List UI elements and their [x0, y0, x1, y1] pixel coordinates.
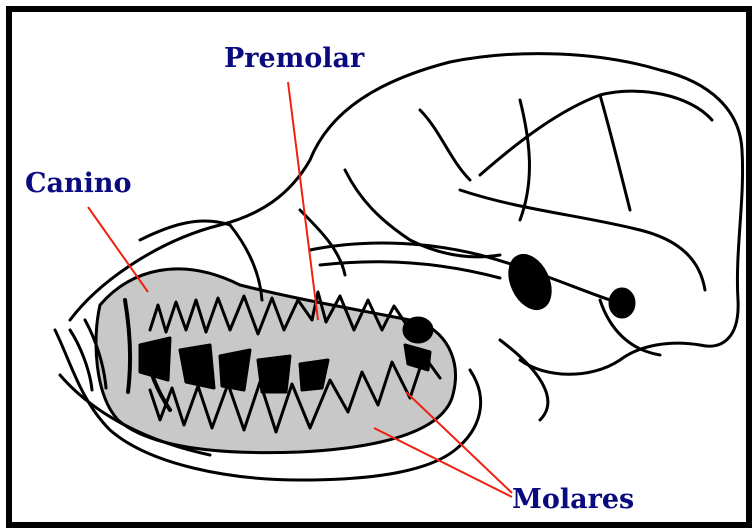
label-premolar: Premolar	[224, 45, 364, 72]
label-molares: Molares	[512, 486, 634, 513]
molares-pointer-2	[374, 428, 512, 497]
dog-skull-illustration	[55, 54, 743, 480]
border	[9, 9, 749, 525]
molares-pointer-1	[406, 392, 512, 493]
label-canino: Canino	[25, 170, 132, 197]
canino-pointer	[88, 207, 148, 292]
premolar-pointer	[288, 82, 318, 320]
